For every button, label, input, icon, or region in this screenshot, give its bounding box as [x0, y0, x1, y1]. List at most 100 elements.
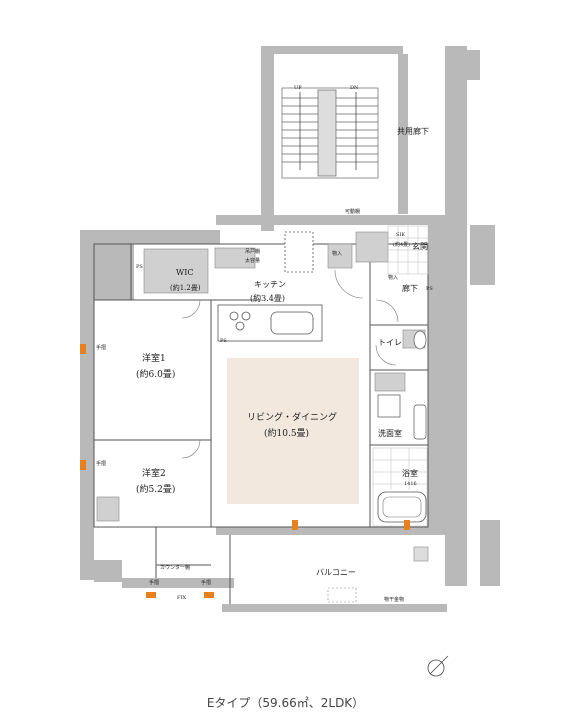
wic-label: WIC — [176, 268, 194, 277]
wall-segment — [216, 215, 446, 225]
bathroom-code-label: 1416 — [404, 481, 417, 487]
interior-lines — [93, 243, 429, 604]
bathtub — [377, 491, 427, 523]
stove-burner — [235, 321, 245, 331]
bathroom-floor — [372, 447, 428, 527]
compass-icon — [427, 655, 449, 677]
door-swing — [181, 439, 201, 459]
wall-segment — [428, 215, 446, 527]
door-swing — [334, 269, 364, 299]
plan-caption: Eタイプ（59.66㎡、2LDK） — [206, 696, 365, 710]
entrance-label: 玄関 — [412, 242, 428, 251]
living-dining-size-label: (約10.5畳) — [264, 429, 310, 439]
hanging-shelf-label: 吊戸棚 — [245, 249, 261, 255]
window-marker — [204, 592, 214, 598]
balcony-items — [327, 546, 429, 603]
sink-label: SIK — [396, 232, 406, 238]
hallway-label: 廊下 — [402, 284, 418, 293]
window-marker — [80, 460, 86, 470]
wall-segment — [445, 50, 480, 80]
window-markers — [80, 344, 410, 598]
stair-well — [317, 89, 337, 177]
living-dining-label: リビング・ダイニング — [247, 413, 338, 423]
wic-shelf — [143, 248, 209, 294]
storage-areas — [96, 231, 426, 522]
wall-segment — [261, 46, 403, 54]
tall-storage-label: 太容量 — [245, 258, 261, 264]
shoe-closet — [355, 231, 389, 263]
western2-size-label: (約5.2畳) — [136, 485, 176, 495]
outdoor-unit — [413, 546, 429, 562]
kitchen-size-label: (約3.4畳) — [250, 294, 285, 303]
stove-burner — [229, 311, 239, 321]
stair-down-label: DN — [350, 85, 359, 91]
bathroom-label: 浴室 — [402, 469, 418, 478]
western1-size-label: (約6.0畳) — [136, 370, 176, 380]
wall-segment — [470, 225, 495, 285]
balcony-counter — [327, 587, 357, 603]
window-marker — [292, 520, 298, 530]
ps-label: PS — [220, 338, 227, 344]
kitchen-fixtures — [217, 231, 323, 342]
door-swing — [375, 344, 397, 366]
western2-storage — [96, 496, 120, 522]
laundry-pole-label: 物干金物 — [384, 597, 405, 603]
bathtub-inner — [382, 496, 422, 518]
western1-label: 洋室1 — [142, 354, 166, 364]
walls — [80, 46, 500, 612]
wall-segment — [261, 46, 274, 231]
wall-segment — [222, 604, 447, 612]
ps-label: PS — [426, 286, 433, 292]
wall-segment — [80, 230, 94, 580]
kitchen-sink — [270, 311, 314, 335]
handrail-label: 手摺 — [96, 345, 107, 351]
wall-segment — [480, 520, 500, 586]
washroom-label: 洗面室 — [378, 429, 402, 438]
window-marker — [80, 344, 86, 354]
stair-outline — [281, 87, 379, 179]
fix-label: FIX — [177, 595, 187, 601]
wall-segment — [445, 46, 467, 586]
window-marker — [404, 520, 410, 530]
wall-segment — [216, 527, 446, 535]
washroom-shelf — [374, 372, 406, 392]
wall-segment — [122, 578, 234, 588]
entrance-tiles — [387, 225, 429, 275]
compass-ring — [427, 659, 445, 677]
kitchen-tall-storage — [214, 247, 256, 269]
living-dining-floor — [227, 358, 359, 504]
toilet-bowl — [413, 330, 427, 350]
wall-segment — [94, 560, 122, 582]
common-corridor-label: 共用廊下 — [397, 127, 429, 136]
handrail-label: 手摺 — [201, 580, 212, 586]
sanitary-fixtures — [377, 330, 427, 440]
storage-label: 物入 — [332, 251, 343, 257]
toilet-label: トイレ — [378, 338, 402, 347]
door-swings — [181, 269, 399, 459]
stair-up-label: UP — [294, 85, 302, 91]
fridge-space — [284, 231, 314, 273]
kitchen-label: キッチン — [254, 280, 286, 289]
western2-label: 洋室2 — [142, 469, 166, 479]
counter-label: カウンター棚 — [160, 565, 191, 571]
ps-label: PS — [136, 264, 143, 270]
washing-machine — [377, 394, 401, 418]
stove-burner — [241, 311, 251, 321]
handrail-label: 手摺 — [149, 580, 160, 586]
door-swing — [375, 299, 399, 323]
staircase — [281, 87, 379, 179]
wall-segment — [398, 54, 408, 214]
entrance-size-label: (約4畳) — [393, 242, 411, 248]
handrail-label: 手摺 — [96, 461, 107, 467]
storage-closet — [327, 243, 353, 269]
movable-shelf-label: 可動棚 — [345, 209, 361, 215]
wash-basin — [413, 404, 427, 440]
wic-size-label: (約1.2畳) — [170, 284, 201, 292]
window-marker — [146, 592, 156, 598]
balcony-label: バルコニー — [316, 568, 356, 577]
bathroom-fixtures — [372, 447, 428, 527]
storage-label: 物入 — [388, 275, 399, 281]
compass-needle — [429, 655, 449, 675]
unit-outline — [93, 243, 429, 528]
